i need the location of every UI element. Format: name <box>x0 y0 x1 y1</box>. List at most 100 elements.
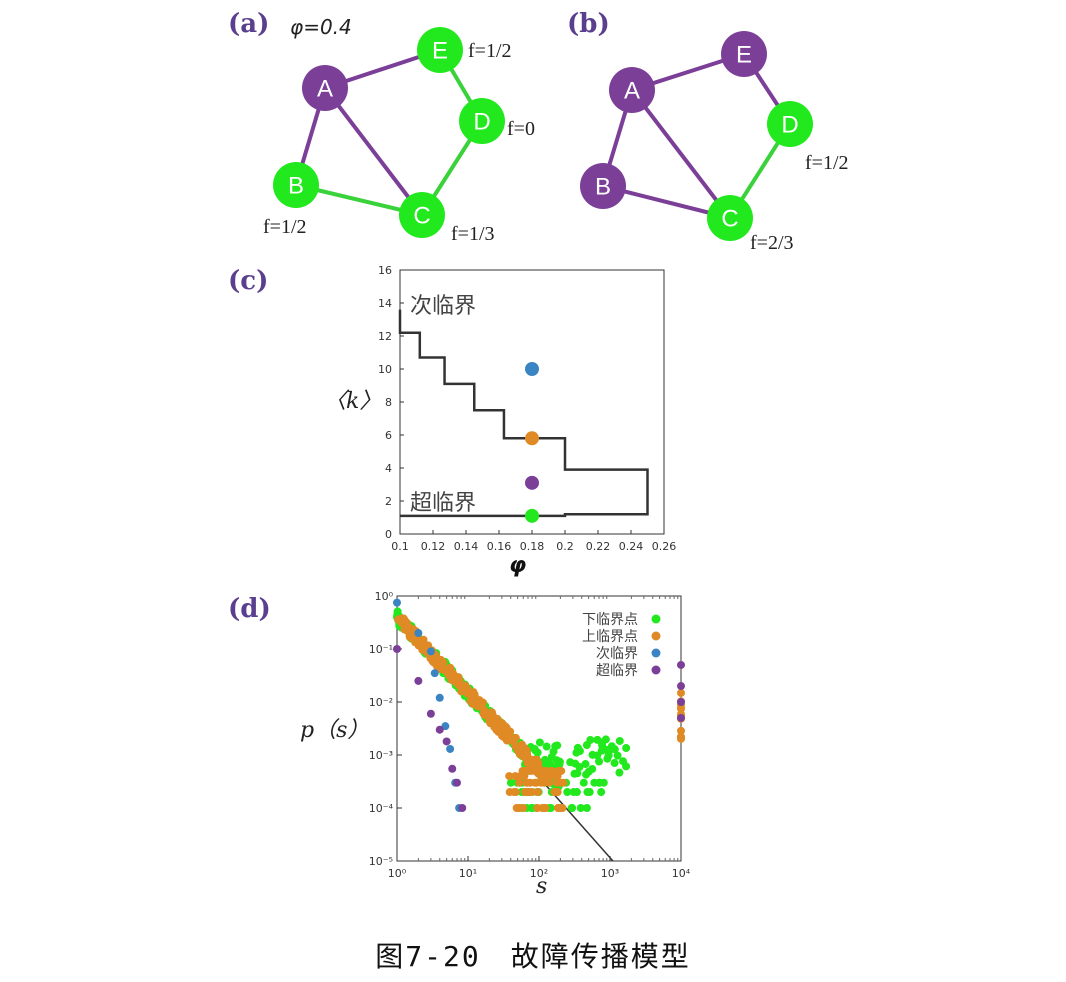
d-point-orange <box>677 688 685 697</box>
panel-c-label: (c) <box>228 266 268 296</box>
d-xtick-label: 10² <box>530 867 548 880</box>
d-point-orange <box>556 804 565 812</box>
panel-d-label: (d) <box>228 594 271 624</box>
d-point-orange <box>463 689 472 698</box>
d-point-orange <box>480 707 489 716</box>
d-point-orange <box>545 778 554 787</box>
d-point-orange <box>430 658 439 667</box>
c-ytick-label: 8 <box>385 396 392 409</box>
svg-text:B: B <box>595 174 611 201</box>
annotation-d-b: f=1/2 <box>805 152 849 174</box>
d-point-orange <box>520 743 529 752</box>
d-point-green <box>597 788 606 797</box>
d-point-orange <box>559 778 568 787</box>
d-point-purple <box>458 804 467 812</box>
d-point-orange <box>513 743 522 752</box>
d-point-green <box>595 778 604 787</box>
svg-text:D: D <box>781 112 798 139</box>
d-point-purple <box>414 676 423 685</box>
d-point-blue <box>393 598 401 607</box>
d-point-orange <box>397 614 406 623</box>
d-point-green <box>584 767 593 776</box>
d-point-orange <box>452 673 461 682</box>
d-point-orange <box>528 788 537 797</box>
d-point-green <box>593 735 602 744</box>
panel-d-xlabel: s <box>536 874 547 899</box>
c-ytick-label: 4 <box>385 462 392 475</box>
c-xtick-label: 0.16 <box>487 540 512 553</box>
d-point-purple <box>426 709 435 718</box>
panel-a-phi-label: φ=0.4 <box>290 15 352 39</box>
legend-label-orange: 上临界点 <box>582 629 638 645</box>
d-point-blue <box>426 647 435 656</box>
region-label-subcritical: 次临界 <box>410 294 476 319</box>
d-point-purple <box>435 725 444 734</box>
svg-text:C: C <box>721 206 738 233</box>
d-point-orange <box>526 766 535 775</box>
d-ytick-label: 10⁰ <box>375 590 394 603</box>
panel-b-network: (b) A E D B C f=1/2 f=2/3 <box>567 9 849 254</box>
panel-a-label: (a) <box>228 9 269 39</box>
d-point-orange <box>515 804 524 812</box>
d-point-orange <box>439 658 448 667</box>
d-point-purple <box>677 660 685 669</box>
c-xtick-label: 0.2 <box>556 540 574 553</box>
d-point-green <box>573 743 582 752</box>
d-point-green <box>613 751 622 760</box>
panel-d-points <box>393 598 685 812</box>
d-point-blue <box>435 693 444 702</box>
d-point-orange <box>677 734 685 743</box>
d-point-green <box>552 756 561 765</box>
c-point-blue <box>525 362 539 376</box>
d-point-orange <box>521 766 530 775</box>
svg-text:C: C <box>413 203 430 230</box>
c-xtick-label: 0.24 <box>619 540 644 553</box>
d-point-orange <box>519 752 528 761</box>
d-point-green <box>576 804 585 812</box>
node-c: C <box>399 192 445 238</box>
svg-text:B: B <box>288 173 304 200</box>
node-d-b: D <box>767 101 813 147</box>
d-point-orange <box>509 738 518 747</box>
legend-marker-green <box>651 614 661 624</box>
legend-marker-blue <box>651 648 661 658</box>
d-point-green <box>549 747 558 756</box>
d-point-orange <box>446 663 455 672</box>
d-point-purple <box>677 713 685 722</box>
d-point-orange <box>505 772 514 781</box>
d-point-purple <box>677 682 685 691</box>
svg-text:E: E <box>432 38 448 65</box>
svg-text:A: A <box>624 78 640 105</box>
d-point-orange <box>526 778 535 787</box>
d-point-purple <box>677 698 685 706</box>
d-point-green <box>610 759 619 768</box>
d-point-orange <box>516 772 525 781</box>
node-c-b: C <box>707 195 753 241</box>
d-point-green <box>622 743 631 752</box>
d-point-orange <box>454 680 463 689</box>
c-point-green <box>525 508 539 523</box>
region-label-supercritical: 超临界 <box>410 491 476 516</box>
c-ytick-label: 0 <box>385 528 392 541</box>
d-point-green <box>615 736 624 745</box>
d-point-green <box>575 763 584 772</box>
legend-label-purple: 超临界 <box>596 663 638 679</box>
d-xtick-label: 10⁴ <box>672 867 691 880</box>
node-a: A <box>302 65 348 111</box>
d-ytick-label: 10⁻⁵ <box>369 855 393 868</box>
d-point-orange <box>533 788 542 797</box>
d-point-orange <box>440 665 449 674</box>
c-ytick-label: 14 <box>378 297 392 310</box>
legend-marker-orange <box>651 631 661 641</box>
d-xtick-label: 10¹ <box>459 867 477 880</box>
d-point-green <box>581 760 590 769</box>
d-point-orange <box>532 778 541 787</box>
d-point-purple <box>448 764 457 773</box>
d-point-green <box>542 742 551 751</box>
c-xtick-label: 0.26 <box>652 540 677 553</box>
c-ytick-label: 10 <box>378 363 392 376</box>
